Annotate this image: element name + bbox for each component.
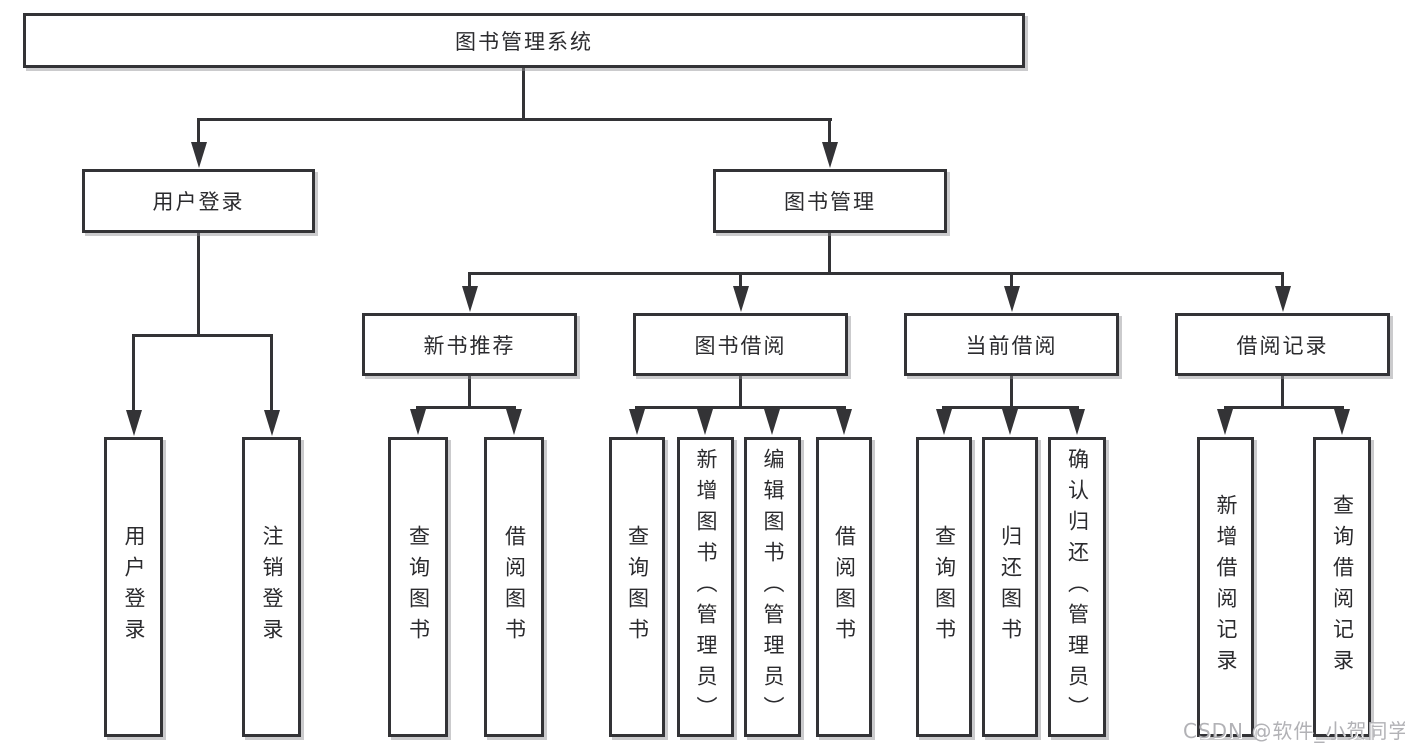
node-root-label: 图书管理系统 — [455, 29, 593, 54]
connector-new-book-bus — [416, 406, 516, 409]
leaf-return-book: 归还图书 — [982, 437, 1038, 737]
leaf-add-borrow-record: 新增借阅记录 — [1197, 437, 1254, 737]
arrowhead-add-borrow-record — [1217, 409, 1233, 435]
connector-arrow-new-book-line — [468, 272, 471, 289]
leaf-add-book-admin: 新增图书（管理员） — [677, 437, 734, 737]
node-new-book-recommend: 新书推荐 — [362, 313, 577, 376]
connector-level3-bus — [468, 272, 1284, 275]
arrowhead-new-book-recommend — [462, 286, 478, 312]
node-borrow-record-label: 借阅记录 — [1236, 333, 1329, 358]
connector-user-login-bus — [132, 334, 273, 337]
connector-arrow-book-borrow-line — [739, 272, 742, 289]
arrowhead-borrow-book-recommend — [506, 409, 522, 435]
arrowhead-query-book-recommend — [410, 409, 426, 435]
arrowhead-user-login — [191, 142, 207, 168]
node-book-borrow: 图书借阅 — [633, 313, 848, 376]
arrowhead-add-book-admin — [697, 409, 713, 435]
leaf-query-book-borrow: 查询图书 — [609, 437, 665, 737]
node-book-management-label: 图书管理 — [784, 190, 876, 214]
connector-arrow-leaf-logout-line — [270, 334, 273, 412]
leaf-borrow-book: 借阅图书 — [816, 437, 872, 737]
arrowhead-leaf-user-login — [126, 410, 142, 436]
node-current-borrow-label: 当前借阅 — [965, 333, 1058, 358]
arrowhead-query-borrow-record — [1334, 409, 1350, 435]
connector-arrow-user-login-line — [197, 118, 200, 146]
arrowhead-borrow-record — [1275, 286, 1291, 312]
connector-arrow-book-management-line — [828, 118, 831, 146]
arrowhead-book-management — [822, 142, 838, 168]
connector-new-book-stem — [468, 376, 471, 408]
arrowhead-confirm-return-admin — [1069, 409, 1085, 435]
connector-level2-bus — [197, 118, 832, 121]
arrowhead-leaf-logout — [264, 410, 280, 436]
leaf-query-borrow-record: 查询借阅记录 — [1313, 437, 1371, 737]
leaf-query-book-recommend: 查询图书 — [388, 437, 448, 737]
arrowhead-book-borrow — [733, 286, 749, 312]
leaf-borrow-book-recommend: 借阅图书 — [484, 437, 544, 737]
leaf-query-book-current: 查询图书 — [916, 437, 972, 737]
connector-arrow-current-borrow-line — [1010, 272, 1013, 289]
connector-book-borrow-stem — [739, 376, 742, 408]
connector-user-login-stem — [197, 232, 200, 336]
node-borrow-record: 借阅记录 — [1175, 313, 1390, 376]
connector-root-stem — [522, 67, 525, 119]
arrowhead-edit-book-admin — [764, 409, 780, 435]
node-new-book-recommend-label: 新书推荐 — [423, 333, 516, 358]
leaf-edit-book-admin: 编辑图书（管理员） — [744, 437, 801, 737]
connector-current-borrow-stem — [1010, 376, 1013, 408]
connector-borrow-record-bus — [1224, 406, 1344, 409]
arrowhead-current-borrow — [1004, 286, 1020, 312]
watermark: CSDN @软件_小贺同学 — [1183, 719, 1405, 743]
connector-arrow-borrow-record-line — [1281, 272, 1284, 289]
arrowhead-return-book — [1002, 409, 1018, 435]
leaf-logout: 注销登录 — [242, 437, 301, 737]
node-current-borrow: 当前借阅 — [904, 313, 1119, 376]
node-user-login-label: 用户登录 — [152, 190, 245, 214]
node-book-management: 图书管理 — [713, 169, 947, 233]
leaf-confirm-return-admin: 确认归还（管理员） — [1048, 437, 1106, 737]
arrowhead-borrow-book — [836, 409, 852, 435]
connector-borrow-record-stem — [1281, 376, 1284, 408]
node-user-login: 用户登录 — [82, 169, 315, 233]
connector-book-management-stem — [828, 232, 831, 274]
node-book-borrow-label: 图书借阅 — [694, 333, 787, 358]
arrowhead-query-book-current — [936, 409, 952, 435]
node-root-library-system: 图书管理系统 — [23, 13, 1025, 68]
connector-book-borrow-bus — [635, 406, 846, 409]
arrowhead-query-book-borrow — [629, 409, 645, 435]
connector-arrow-leaf-user-login-line — [132, 334, 135, 412]
leaf-user-login: 用户登录 — [104, 437, 163, 737]
